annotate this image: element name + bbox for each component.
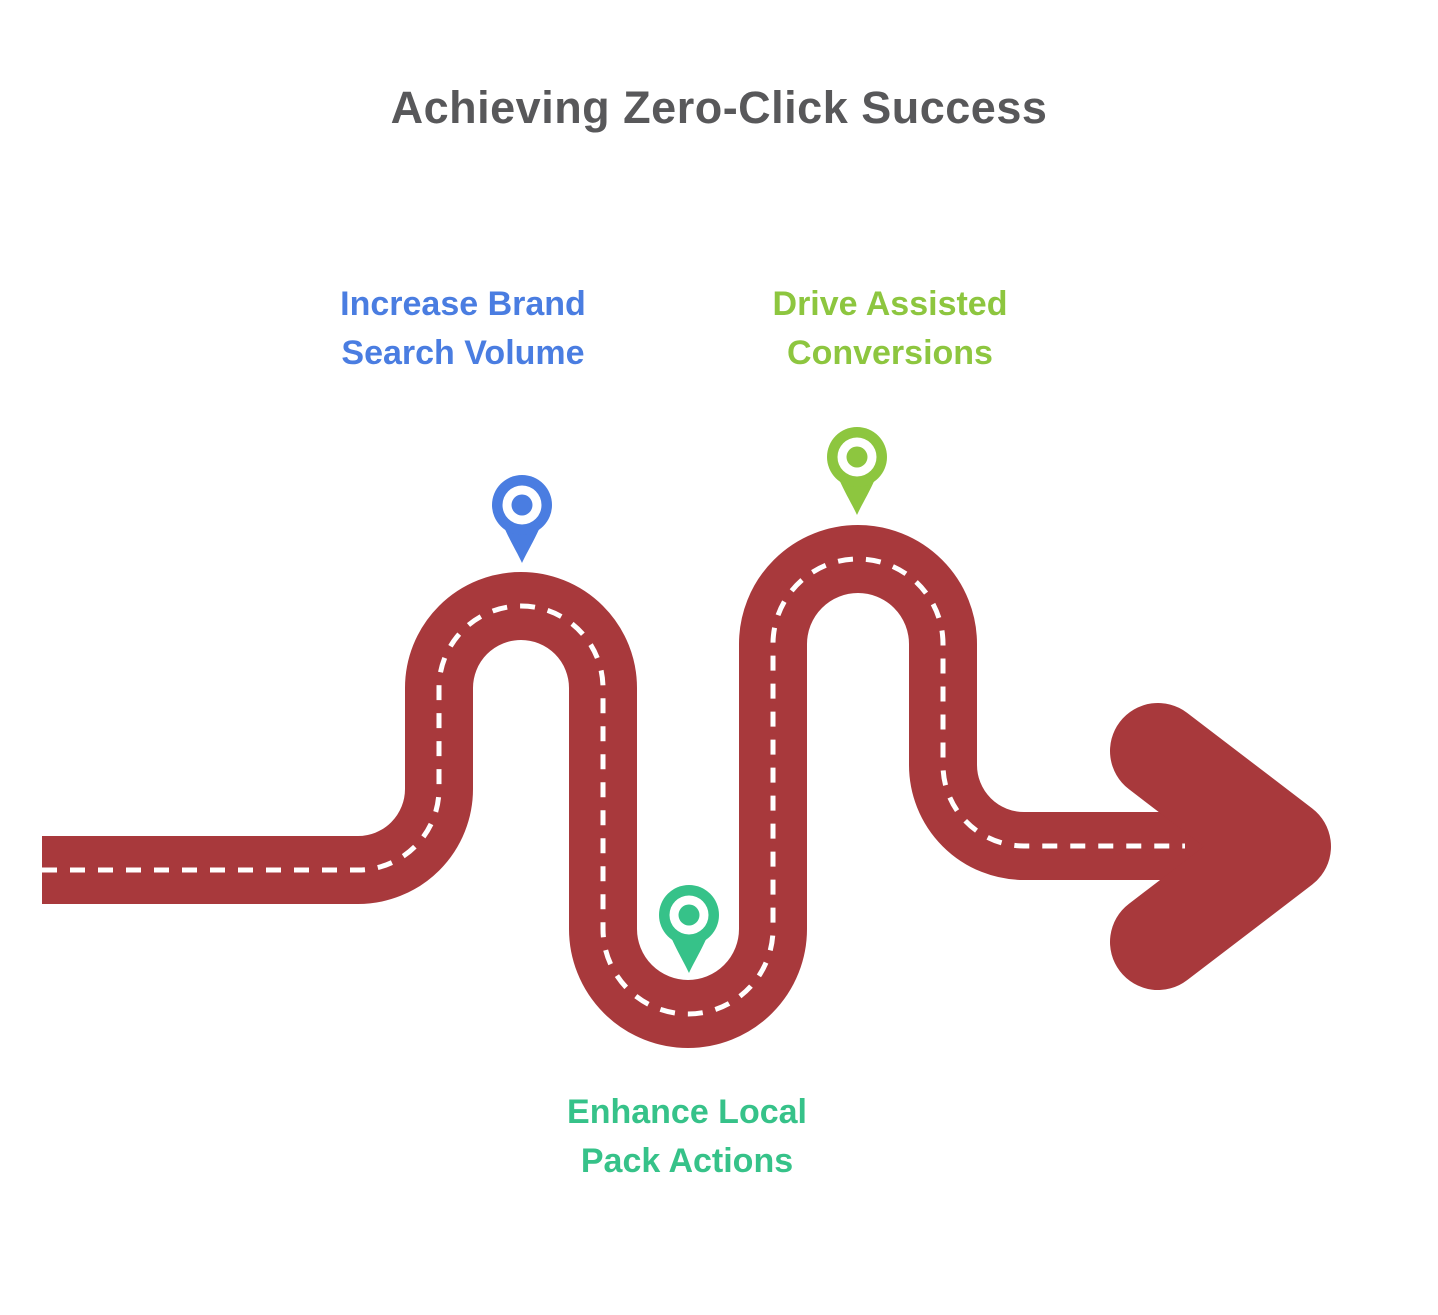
map-pin-dot — [846, 446, 868, 468]
map-pin-icon-increase-brand — [492, 475, 552, 563]
road-arrow-head-icon — [1110, 703, 1331, 990]
map-pin-icon-enhance-local — [659, 885, 719, 973]
map-pin-tail — [838, 478, 876, 515]
page-title: Achieving Zero-Click Success — [390, 82, 1048, 133]
milestone-label-line: Enhance Local — [567, 1093, 807, 1131]
map-pin-dot — [511, 494, 533, 516]
milestone-label-line: Increase Brand — [340, 285, 586, 323]
map-pin-tail — [503, 526, 541, 563]
milestone-label-line: Drive Assisted — [772, 285, 1008, 323]
milestone-label-line: Search Volume — [341, 334, 585, 372]
road-center-dashes — [42, 556, 1185, 1017]
road-path — [42, 525, 1225, 1048]
milestone-label-line: Conversions — [787, 334, 993, 372]
milestone-label-increase-brand: Increase Brand Search Volume — [273, 280, 653, 378]
map-pin-icon-drive-assisted — [827, 427, 887, 515]
milestone-label-line: Pack Actions — [580, 1142, 794, 1180]
map-pin-dot — [678, 904, 700, 926]
map-pin-tail — [670, 936, 708, 973]
milestone-label-drive-assisted: Drive Assisted Conversions — [700, 280, 1080, 378]
milestone-label-enhance-local: Enhance Local Pack Actions — [497, 1088, 877, 1186]
